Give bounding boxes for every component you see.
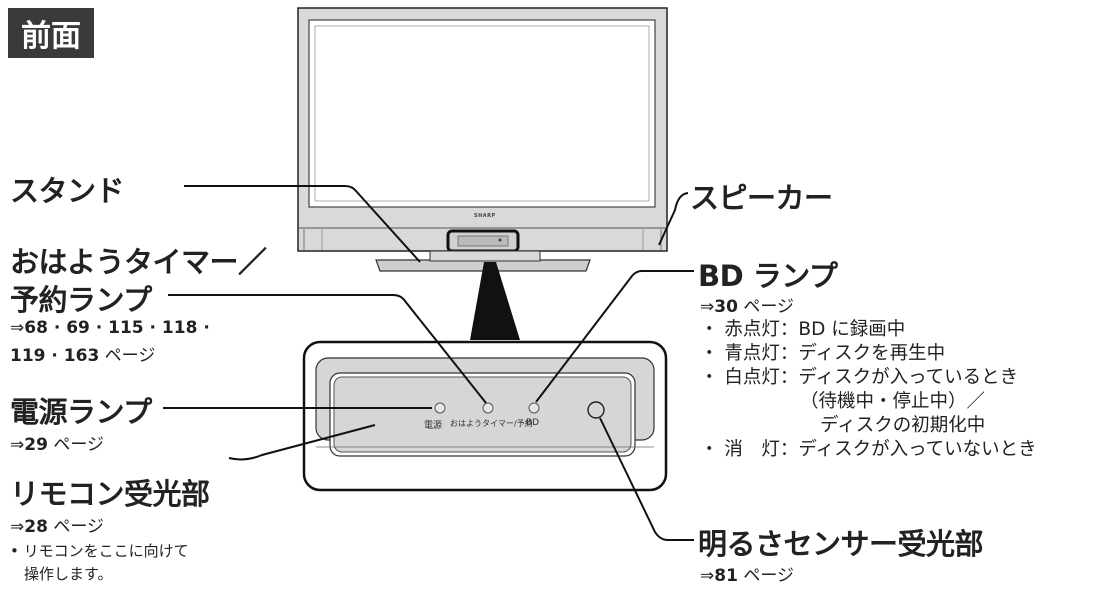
bd-state-blue: ・ 青点灯：ディスクを再生中 — [700, 343, 946, 364]
bd-state-red: ・ 赤点灯：BD に録画中 — [700, 319, 906, 340]
timer-lamp-label-line2: 予約ランプ — [10, 283, 152, 317]
speaker-label: スピーカー — [690, 181, 833, 215]
section-heading: 前面 — [8, 8, 94, 58]
tv-screen — [308, 19, 656, 208]
bd-state-white: ・ 白点灯：ディスクが入っているとき — [700, 367, 1019, 388]
bd-lamp-label: BD ランプ — [698, 259, 838, 293]
power-lamp-dot — [434, 402, 446, 414]
panel-label-bd: BD — [526, 418, 540, 428]
bd-state-white-cont1: （待機中・停止中）／ — [800, 391, 986, 412]
panel-label-timer: おはようタイマー/予約 — [450, 419, 533, 428]
leader-lines — [163, 185, 694, 541]
zoom-connector — [470, 262, 520, 340]
remote-note-line2: 操作します。 — [24, 565, 113, 583]
remote-sensor-label: リモコン受光部 — [10, 477, 210, 511]
remote-sensor-ref: ⇒28 ページ — [10, 517, 104, 537]
timer-lamp-label-line1: おはようタイマー／ — [10, 245, 267, 279]
power-lamp-label: 電源ランプ — [10, 395, 152, 429]
tv-brand-logo: SHARP — [474, 213, 496, 219]
light-sensor-label: 明るさセンサー受光部 — [698, 527, 984, 561]
timer-lamp-ref-line1: ⇒68 · 69 · 115 · 118 · — [10, 318, 210, 338]
bd-state-off: ・ 消 灯：ディスクが入っていないとき — [700, 439, 1037, 460]
bd-lamp-states: ・ 赤点灯：BD に録画中 ・ 青点灯：ディスクを再生中 ・ 白点灯：ディスクが… — [700, 318, 1037, 462]
bd-lamp-ref: ⇒30 ページ — [700, 297, 794, 317]
power-lamp-ref: ⇒29 ページ — [10, 435, 104, 455]
light-sensor-ref: ⇒81 ページ — [700, 566, 794, 586]
panel-label-power: 電源 — [424, 421, 443, 431]
tv-body — [297, 7, 668, 253]
remote-note-line1: • リモコンをここに向けて — [10, 542, 189, 560]
timer-lamp-ref-line2: 119 · 163 ページ — [10, 346, 156, 366]
bd-state-white-cont2: ディスクの初期化中 — [820, 415, 986, 436]
bd-lamp-dot — [528, 402, 540, 414]
tv-stand — [375, 250, 591, 272]
zoomed-front-panel — [302, 340, 668, 492]
stand-label: スタンド — [10, 174, 125, 208]
light-sensor-circle — [587, 401, 605, 419]
timer-lamp-dot — [482, 402, 494, 414]
